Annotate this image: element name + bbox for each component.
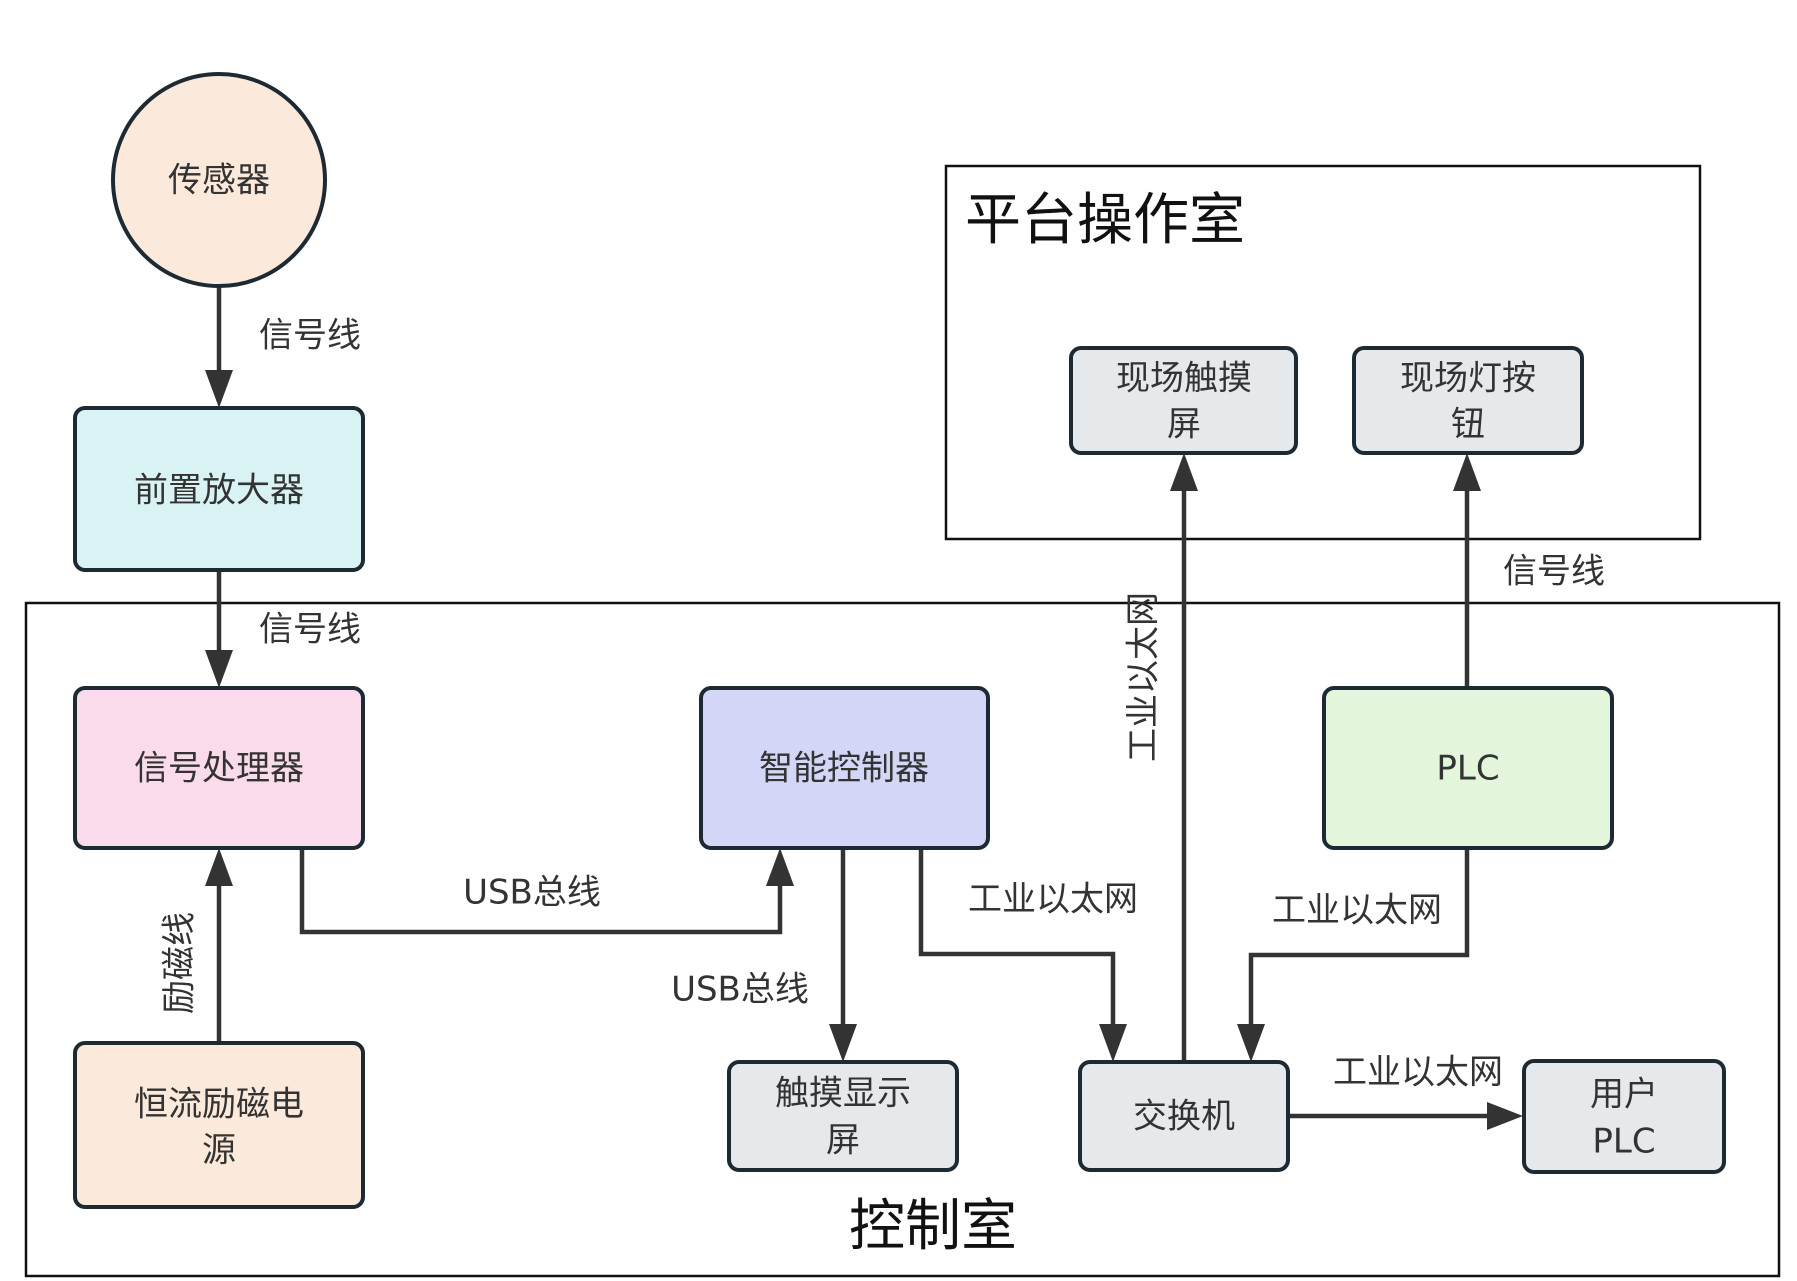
touch-display-shape xyxy=(727,1060,959,1172)
switch-shape xyxy=(1078,1060,1290,1172)
arrowhead-icon xyxy=(1453,453,1481,491)
field-touch-screen-label-line1: 现场触摸 xyxy=(1116,359,1252,399)
edge-label-switch-field-touch: 工业以太网 xyxy=(1124,592,1164,762)
plc-shape xyxy=(1322,686,1614,850)
edge-plc-to-field-button xyxy=(1453,453,1481,687)
touch-display-label-line1: 触摸显示 xyxy=(775,1074,911,1114)
user-plc-label-line1: 用户 xyxy=(1590,1075,1658,1115)
switch-label: 交换机 xyxy=(1133,1097,1235,1137)
edge-preamp-to-processor xyxy=(205,570,233,688)
node-touch-display[interactable]: 触摸显示 屏 xyxy=(727,1060,959,1172)
node-field-button[interactable]: 现场灯按 钮 xyxy=(1352,346,1584,455)
edge-label-sensor-preamp: 信号线 xyxy=(259,316,361,356)
field-button-label-line1: 现场灯按 xyxy=(1400,359,1536,399)
edge-label-controller-switch: 工业以太网 xyxy=(968,880,1138,920)
arrowhead-icon xyxy=(1099,1024,1127,1062)
edge-switch-to-field-touch xyxy=(1170,453,1198,1062)
platform-room-label: 平台操作室 xyxy=(965,188,1245,253)
node-preamp[interactable]: 前置放大器 xyxy=(73,406,365,572)
edge-controller-to-touch xyxy=(829,848,857,1062)
platform-room-boundary xyxy=(944,164,1702,541)
edge-label-controller-touch: USB总线 xyxy=(671,970,809,1010)
field-button-shape xyxy=(1352,346,1584,455)
preamp-shape xyxy=(73,406,365,572)
edge-label-plc-switch: 工业以太网 xyxy=(1272,891,1442,931)
signal-processor-shape xyxy=(73,686,365,850)
control-room-label: 控制室 xyxy=(849,1194,1017,1259)
edge-label-switch-user-plc: 工业以太网 xyxy=(1333,1053,1503,1093)
edge-label-processor-controller: USB总线 xyxy=(463,873,601,913)
edge-label-power-processor: 励磁线 xyxy=(160,912,200,1014)
excitation-power-label-line2: 源 xyxy=(202,1131,236,1171)
node-switch[interactable]: 交换机 xyxy=(1078,1060,1290,1172)
touch-display-label-line2: 屏 xyxy=(826,1121,860,1161)
edge-power-to-processor xyxy=(205,848,233,1043)
field-button-label-line2: 钮 xyxy=(1451,405,1485,445)
arrowhead-icon xyxy=(205,848,233,886)
node-excitation-power[interactable]: 恒流励磁电 源 xyxy=(73,1041,365,1209)
arrowhead-icon xyxy=(205,370,233,408)
edge-controller-to-switch xyxy=(918,848,1127,1062)
control-room-boundary xyxy=(24,601,1781,1278)
smart-controller-label: 智能控制器 xyxy=(759,749,929,789)
edge-label-plc-field-button: 信号线 xyxy=(1503,552,1605,592)
edge-label-preamp-processor: 信号线 xyxy=(259,610,361,650)
edge-switch-to-user-plc xyxy=(1288,1102,1523,1130)
excitation-power-shape xyxy=(73,1041,365,1209)
arrowhead-icon xyxy=(1237,1024,1265,1062)
smart-controller-shape xyxy=(699,686,990,850)
arrowhead-icon xyxy=(829,1024,857,1062)
arrowhead-icon xyxy=(205,650,233,688)
arrowhead-icon xyxy=(1170,453,1198,491)
sensor-shape xyxy=(111,72,327,288)
user-plc-shape xyxy=(1522,1059,1726,1174)
arrowhead-icon xyxy=(1487,1102,1523,1130)
signal-processor-label: 信号处理器 xyxy=(134,749,304,789)
field-touch-screen-label-line2: 屏 xyxy=(1167,405,1201,445)
edge-processor-to-controller xyxy=(299,848,794,935)
node-signal-processor[interactable]: 信号处理器 xyxy=(73,686,365,850)
excitation-power-label-line1: 恒流励磁电 xyxy=(134,1085,304,1125)
sensor-label: 传感器 xyxy=(168,161,270,201)
node-user-plc[interactable]: 用户 PLC xyxy=(1522,1059,1726,1174)
node-sensor[interactable]: 传感器 xyxy=(111,72,327,288)
plc-label: PLC xyxy=(1436,749,1499,789)
arrowhead-icon xyxy=(766,848,794,886)
node-plc[interactable]: PLC xyxy=(1322,686,1614,850)
user-plc-label-line2: PLC xyxy=(1592,1122,1655,1162)
edge-plc-to-switch xyxy=(1237,849,1470,1062)
node-smart-controller[interactable]: 智能控制器 xyxy=(699,686,990,850)
field-touch-screen-shape xyxy=(1069,346,1298,455)
preamp-label: 前置放大器 xyxy=(134,471,304,511)
node-field-touch-screen[interactable]: 现场触摸 屏 xyxy=(1069,346,1298,455)
edge-sensor-to-preamp xyxy=(205,286,233,408)
